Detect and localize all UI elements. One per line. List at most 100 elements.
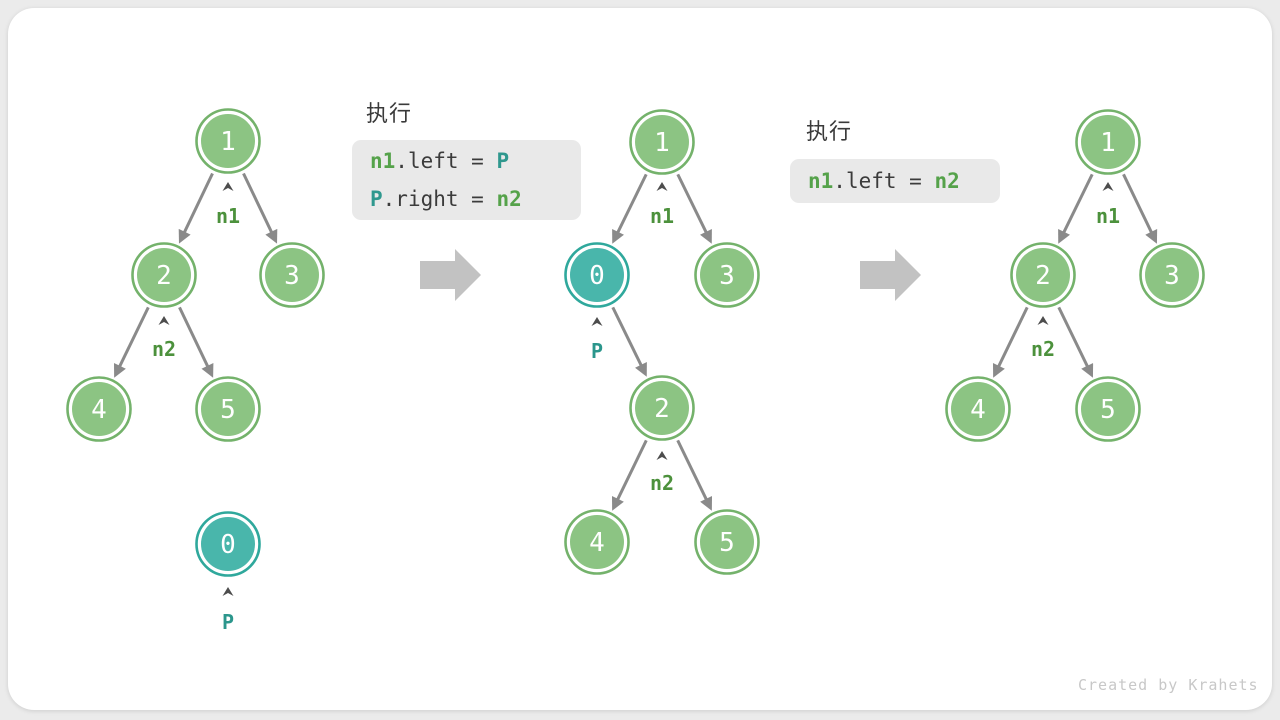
- node-value: 5: [220, 395, 236, 425]
- tree1-node-1: 1: [195, 108, 261, 174]
- node-ring: [259, 242, 325, 308]
- node-ring: [694, 509, 760, 575]
- up-caret-arrow: [222, 587, 234, 596]
- edge-1-3: [1122, 173, 1158, 244]
- node-ring: [1010, 242, 1076, 308]
- tree-after-removing-p: 1 2 3 4 5 n: [945, 109, 1205, 442]
- tree2-node-4: 4: [564, 509, 630, 575]
- node-circle: [201, 382, 255, 436]
- tree2-node-0: 0: [564, 242, 630, 308]
- code-line-1: n1.left = n2: [808, 159, 982, 203]
- code-line-2: P.right = n2: [370, 180, 563, 218]
- node-ring: [1075, 376, 1141, 442]
- node-value: 2: [156, 261, 172, 291]
- edge-2-5: [178, 306, 214, 378]
- edge-1-0: [612, 173, 648, 244]
- pointer-label-n2: n2: [1031, 337, 1055, 361]
- code-token: n2: [496, 187, 522, 211]
- code-token: P: [496, 149, 510, 173]
- node-value: 5: [719, 528, 735, 558]
- tree-before-insertion: 1 2 3 4 5: [66, 108, 325, 634]
- node-value: 0: [220, 530, 236, 560]
- edge-1-2: [178, 172, 214, 244]
- tree3-node-1: 1: [1075, 109, 1141, 175]
- tree3-node-4: 4: [945, 376, 1011, 442]
- edge-2-5: [1057, 306, 1094, 378]
- tree1-node-4: 4: [66, 376, 132, 442]
- pointer-label-n1: n1: [650, 204, 674, 228]
- pointer-label-n1: n1: [1096, 204, 1120, 228]
- node-value: 1: [220, 127, 236, 157]
- tree2-node-3: 3: [694, 242, 760, 308]
- node-value: 4: [589, 528, 605, 558]
- node-value: 4: [970, 395, 986, 425]
- node-ring: [195, 108, 261, 174]
- node-ring: [195, 511, 261, 577]
- code-token: n2: [934, 169, 960, 193]
- node-circle: [570, 248, 624, 302]
- tree2-node-1: 1: [629, 109, 695, 175]
- edge-1-3: [242, 172, 278, 244]
- step2-code-block: n1.left = n2: [790, 159, 1000, 203]
- node-value: 3: [1164, 261, 1180, 291]
- node-circle: [72, 382, 126, 436]
- watermark-credit: Created by Krahets: [1078, 676, 1259, 694]
- node-circle: [700, 248, 754, 302]
- node-ring: [1139, 242, 1205, 308]
- node-circle: [1145, 248, 1199, 302]
- step2-title: 执行: [806, 120, 853, 145]
- node-ring: [564, 242, 630, 308]
- pointer-label-p: P: [222, 610, 234, 634]
- node-value: 1: [654, 128, 670, 158]
- pointer-label-p: P: [591, 339, 603, 363]
- code-token: .left =: [833, 169, 935, 193]
- node-value: 0: [589, 261, 605, 291]
- up-caret-arrow: [1037, 316, 1049, 325]
- step1-code-block: n1.left = P P.right = n2: [352, 140, 581, 220]
- right-arrow-icon: [860, 249, 921, 301]
- node-ring: [195, 376, 261, 442]
- node-circle: [1081, 382, 1135, 436]
- node-circle: [570, 515, 624, 569]
- edge-2-5: [676, 439, 713, 511]
- node-ring: [66, 376, 132, 442]
- pointer-label-n2: n2: [152, 337, 176, 361]
- pointer-label-n1: n1: [216, 204, 240, 228]
- tree3-node-3: 3: [1139, 242, 1205, 308]
- code-token: .left =: [395, 149, 497, 173]
- pointer-label-n2: n2: [650, 471, 674, 495]
- up-caret-arrow: [656, 451, 668, 460]
- node-value: 5: [1100, 395, 1116, 425]
- edge-2-4: [992, 306, 1029, 378]
- up-caret-arrow: [1102, 182, 1114, 191]
- node-value: 4: [91, 395, 107, 425]
- edge-1-2: [1058, 173, 1094, 244]
- node-ring: [1075, 109, 1141, 175]
- tree3-node-2: 2: [1010, 242, 1076, 308]
- node-circle: [1081, 115, 1135, 169]
- tree1-node-3: 3: [259, 242, 325, 308]
- edge-1-3: [676, 173, 712, 244]
- node-circle: [137, 248, 191, 302]
- node-ring: [629, 375, 695, 441]
- edge-0-2: [611, 306, 647, 377]
- node-circle: [201, 517, 255, 571]
- node-ring: [694, 242, 760, 308]
- up-caret-arrow: [222, 182, 234, 191]
- code-token: n1: [808, 169, 834, 193]
- node-ring: [131, 242, 197, 308]
- node-circle: [201, 114, 255, 168]
- right-arrow-icon: [420, 249, 481, 301]
- step1-title: 执行: [366, 102, 413, 127]
- tree1-node-2: 2: [131, 242, 197, 308]
- node-circle: [951, 382, 1005, 436]
- node-value: 1: [1100, 128, 1116, 158]
- node-value: 3: [719, 261, 735, 291]
- edge-2-4: [113, 306, 150, 378]
- code-token: P: [370, 187, 383, 211]
- code-token: n1: [370, 149, 396, 173]
- node-circle: [635, 115, 689, 169]
- up-caret-arrow: [591, 317, 603, 326]
